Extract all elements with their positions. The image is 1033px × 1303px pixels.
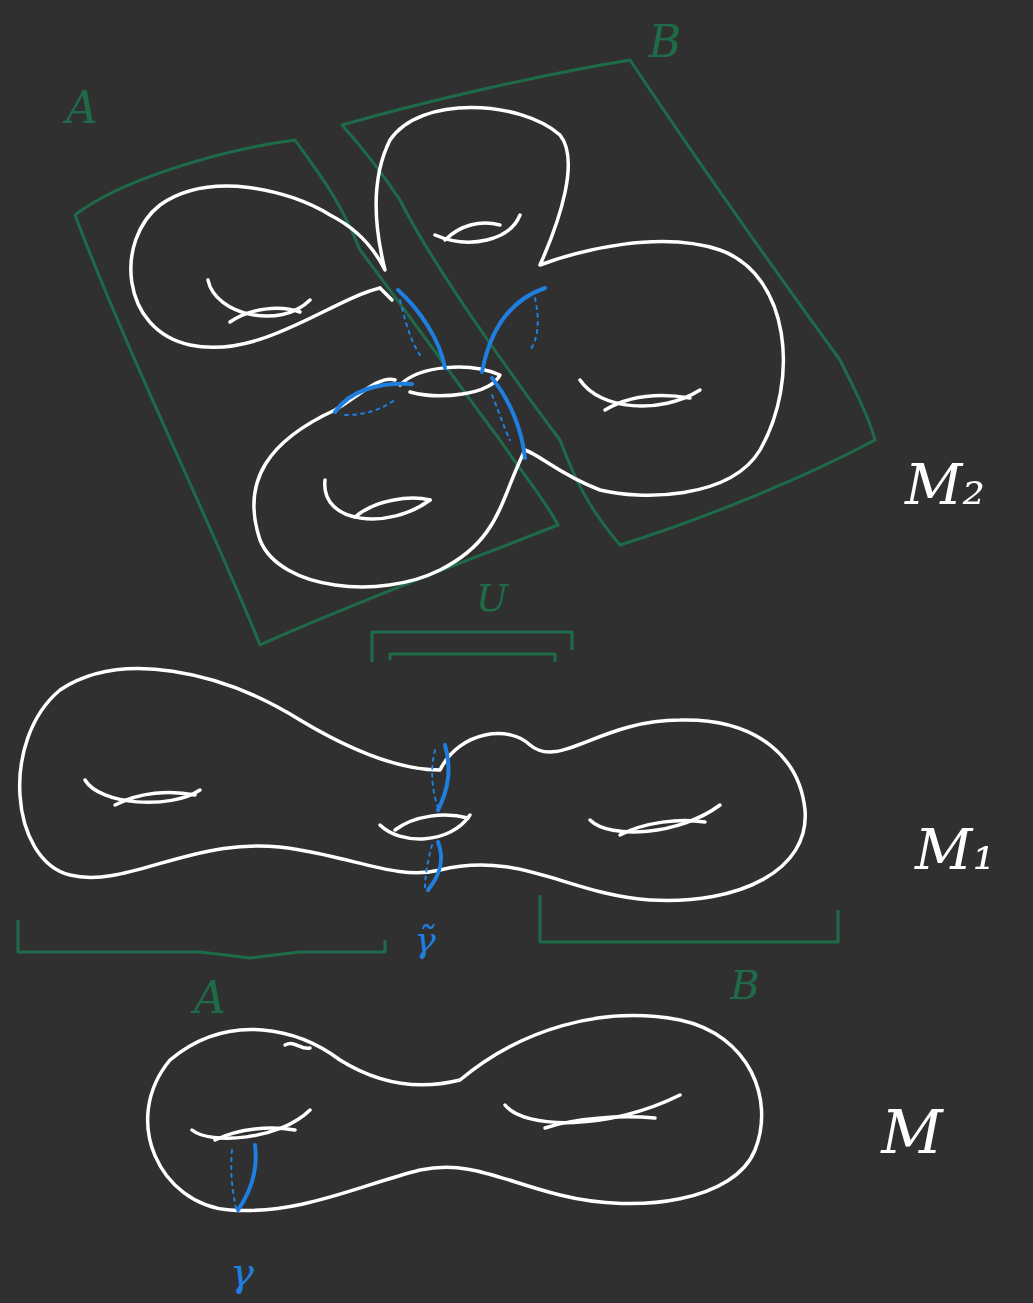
surface-m1 (20, 669, 806, 901)
surfaces (20, 108, 806, 1211)
curve-gamma-tilde (428, 842, 441, 890)
region-outlines (18, 60, 875, 958)
lift-curve (398, 290, 445, 368)
lift-curve (492, 378, 525, 458)
lift-curve (482, 288, 545, 372)
bracket-u (372, 632, 572, 662)
curve-label: γ (230, 1252, 254, 1292)
bracket-b (540, 895, 838, 942)
set-label: U (476, 579, 508, 617)
bracket-a (18, 920, 385, 958)
region-label: B (649, 20, 681, 64)
bracket-u-inner (390, 654, 555, 662)
surface-m (148, 1016, 762, 1211)
curves (231, 288, 545, 1210)
space-label: M₂ (905, 457, 985, 513)
space-label: M₁ (915, 822, 995, 878)
region-label: A (66, 86, 98, 130)
lift-curve (335, 384, 412, 412)
region-b (342, 60, 875, 545)
region-label: B (730, 965, 759, 1005)
space-label: M (881, 1102, 942, 1162)
surface-m2 (131, 108, 784, 587)
curve-label: γ̃ (414, 922, 436, 958)
curve-gamma-tilde (438, 745, 449, 810)
curve-gamma (238, 1145, 256, 1210)
region-label: A (194, 976, 226, 1020)
